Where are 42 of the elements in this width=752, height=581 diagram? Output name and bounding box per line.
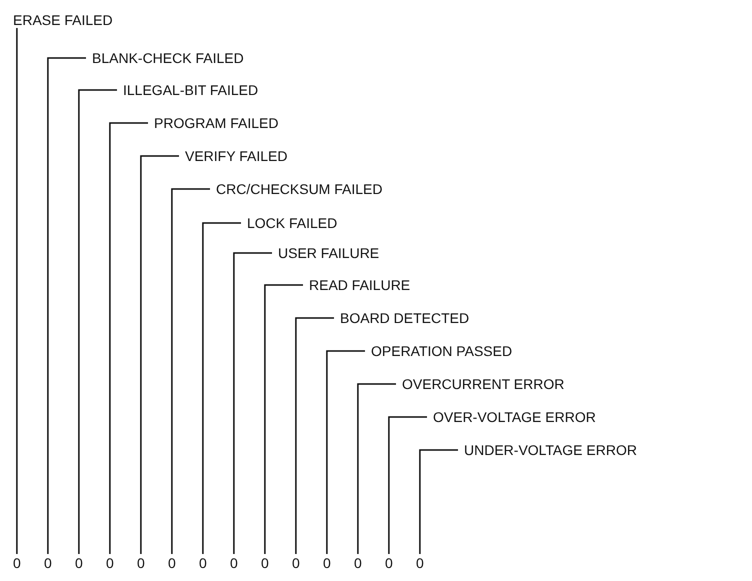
- bit-value: 0: [137, 555, 145, 571]
- leader-line: [171, 188, 210, 554]
- leader-line: [388, 416, 427, 554]
- leader-line: [202, 222, 241, 554]
- leader-line: [233, 252, 272, 554]
- leader-line: [78, 89, 117, 554]
- status-label: CRC/CHECKSUM FAILED: [216, 181, 382, 197]
- status-label: LOCK FAILED: [247, 215, 338, 231]
- bit-value: 0: [199, 555, 207, 571]
- leader-line: [109, 122, 148, 554]
- status-label: BLANK-CHECK FAILED: [92, 50, 244, 66]
- bit-value: 0: [385, 555, 393, 571]
- leader-line: [326, 350, 365, 554]
- bit-value: 0: [323, 555, 331, 571]
- status-label: OVERCURRENT ERROR: [402, 376, 564, 392]
- leader-line: [16, 28, 18, 554]
- status-label: OPERATION PASSED: [371, 343, 512, 359]
- bit-value: 0: [106, 555, 114, 571]
- bit-value: 0: [75, 555, 83, 571]
- bit-value: 0: [230, 555, 238, 571]
- leader-line: [357, 383, 396, 554]
- bit-value: 0: [292, 555, 300, 571]
- leader-line: [264, 284, 303, 554]
- status-label: VERIFY FAILED: [185, 148, 288, 164]
- leader-line: [140, 155, 179, 554]
- bit-value: 0: [44, 555, 52, 571]
- bit-value: 0: [416, 555, 424, 571]
- leader-line: [47, 57, 86, 554]
- status-label: OVER-VOLTAGE ERROR: [433, 409, 596, 425]
- bit-value: 0: [168, 555, 176, 571]
- bit-value: 0: [354, 555, 362, 571]
- status-label: PROGRAM FAILED: [154, 115, 278, 131]
- bit-value: 0: [13, 555, 21, 571]
- status-label: READ FAILURE: [309, 277, 410, 293]
- leader-line: [419, 449, 458, 554]
- status-label: ILLEGAL-BIT FAILED: [123, 82, 258, 98]
- status-label: ERASE FAILED: [13, 12, 113, 28]
- status-label: USER FAILURE: [278, 245, 380, 261]
- status-label: BOARD DETECTED: [340, 310, 470, 326]
- bit-value: 0: [261, 555, 269, 571]
- leader-line: [295, 317, 334, 554]
- status-label: UNDER-VOLTAGE ERROR: [464, 442, 637, 458]
